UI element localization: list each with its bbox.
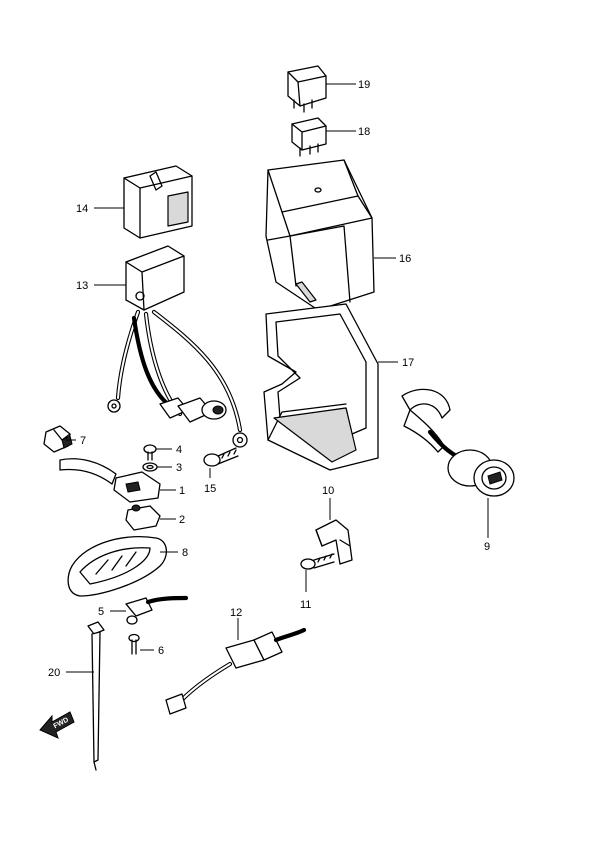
part-15-bolt[interactable] <box>203 447 239 467</box>
callout-13: 13 <box>76 280 88 292</box>
part-2-bracket[interactable] <box>125 504 161 531</box>
callout-8: 8 <box>182 547 188 559</box>
callout-3: 3 <box>176 462 182 474</box>
callout-14: 14 <box>76 203 88 215</box>
part-4-bolt[interactable] <box>143 444 157 461</box>
callout-15: 15 <box>204 483 216 495</box>
part-3-washer[interactable] <box>142 462 158 472</box>
fwd-direction-marker: FWD <box>39 711 75 739</box>
part-9-key-switch[interactable] <box>401 388 515 497</box>
callout-5: 5 <box>98 606 104 618</box>
part-20-cable-tie[interactable] <box>87 621 105 771</box>
callout-4: 4 <box>176 444 182 456</box>
callout-16: 16 <box>399 253 411 265</box>
part-17-cushion[interactable] <box>263 303 379 471</box>
callout-9: 9 <box>484 541 490 553</box>
part-7-clamp[interactable] <box>43 425 73 453</box>
callout-12: 12 <box>230 607 242 619</box>
callout-1: 1 <box>179 485 185 497</box>
callout-7: 7 <box>80 435 86 447</box>
callout-2: 2 <box>179 514 185 526</box>
callout-11: 11 <box>300 599 311 611</box>
part-8-cover[interactable] <box>67 536 167 597</box>
callout-6: 6 <box>158 645 164 657</box>
callout-18: 18 <box>358 126 370 138</box>
callout-17: 17 <box>402 357 414 369</box>
part-18-relay[interactable] <box>291 117 327 157</box>
callout-20: 20 <box>48 667 60 679</box>
part-12-harness[interactable] <box>165 627 307 715</box>
part-16-control-unit[interactable] <box>265 159 375 311</box>
part-11-bolt[interactable] <box>300 553 335 570</box>
callout-19: 19 <box>358 79 370 91</box>
callout-10: 10 <box>322 485 334 497</box>
part-5-sensor[interactable] <box>125 595 189 625</box>
part-1-sensor[interactable] <box>59 458 161 503</box>
part-14-cover[interactable] <box>123 165 193 239</box>
part-19-relay[interactable] <box>287 65 327 113</box>
part-13-regulator-harness[interactable] <box>107 245 248 448</box>
part-10-bracket[interactable] <box>315 519 353 565</box>
part-6-screw[interactable] <box>128 633 140 655</box>
